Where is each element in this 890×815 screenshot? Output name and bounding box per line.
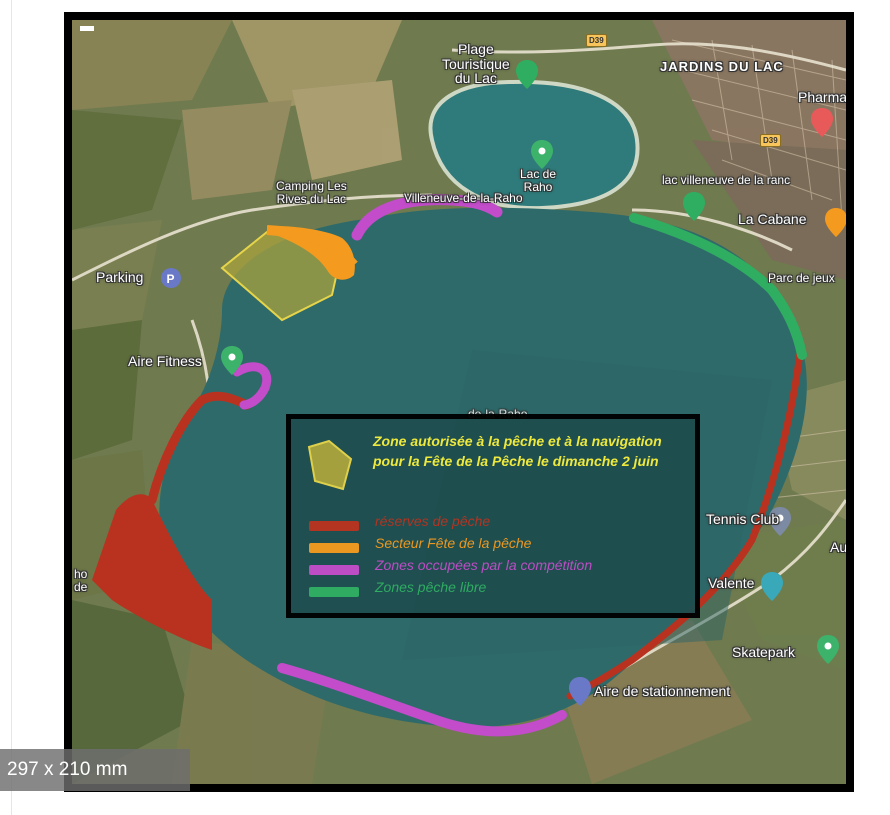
label-au: Au	[830, 539, 846, 555]
restaurant-pin-icon	[825, 208, 846, 237]
legend-label-fete: Secteur Fête de la pêche	[375, 535, 532, 551]
label-pharma: Pharma	[798, 89, 846, 105]
label-aire-de-stationnement: Aire de stationnement	[594, 683, 731, 699]
road-badge-d39-right: D39	[760, 134, 781, 147]
fete-sector	[267, 225, 355, 280]
page-left-border	[11, 0, 12, 815]
satellite-map[interactable]: P D39 D39 Plage Touristique du Lac JARDI…	[72, 20, 846, 784]
legend-label-reserves: réserves de pêche	[375, 513, 491, 529]
label-parc-de-jeux: Parc de jeux	[768, 271, 835, 285]
road-badge-d39-top: D39	[586, 34, 607, 47]
legend-label-libre: Zones pêche libre	[375, 579, 487, 595]
fete-sector-line	[266, 225, 358, 269]
map-pins: P	[161, 60, 846, 706]
label-la-cabane: La Cabane	[738, 211, 807, 227]
parking-pin-icon	[161, 268, 181, 288]
hiking-pin-icon	[683, 192, 705, 221]
label-lac: Lac de Raho	[520, 167, 557, 194]
legend-zone-text: Zone autorisée à la pêche et à la naviga…	[373, 433, 662, 469]
label-plage: Plage Touristique du Lac	[442, 41, 510, 87]
label-jardins-du-lac: JARDINS DU LAC	[660, 59, 784, 74]
label-tennis-club: Tennis Club	[706, 511, 780, 527]
map-legend: Zone autorisée à la pêche et à la naviga…	[286, 414, 700, 618]
svg-text:P: P	[167, 272, 175, 286]
reserve-line-west	[147, 391, 252, 505]
map-svg: P	[72, 20, 846, 784]
field-patches	[72, 20, 846, 784]
map-frame: P D39 D39 Plage Touristique du Lac JARDI…	[64, 12, 854, 792]
reserve-area-west	[92, 494, 212, 650]
competition-zone-south	[277, 663, 567, 737]
reserve-line-east	[566, 348, 804, 700]
label-lac-villeneuve: lac villeneuve de la ranc	[662, 173, 791, 187]
label-villeneuve-top: Villeneuve-de-la-Raho	[404, 191, 523, 205]
castle-pin-icon	[761, 572, 783, 601]
label-valente: Valente	[708, 575, 755, 591]
dimension-label: 297 x 210 mm	[0, 749, 190, 791]
competition-zone-north	[351, 194, 503, 241]
legend-swatch-competition	[309, 565, 359, 575]
legend-swatch-libre	[309, 587, 359, 597]
parking-area-pin-icon	[569, 677, 591, 706]
beach-pin-icon	[516, 60, 538, 89]
legend-swatch-fete	[309, 543, 359, 553]
pharmacy-pin-icon	[811, 108, 833, 137]
corner-mark	[80, 26, 94, 31]
label-camping: Camping Les Rives du Lac	[276, 179, 347, 206]
label-aire-fitness: Aire Fitness	[128, 353, 202, 369]
label-skatepark: Skatepark	[732, 644, 796, 660]
label-ho: ho de	[74, 567, 88, 594]
free-fishing-zone	[629, 213, 807, 360]
legend-swatch-reserves	[309, 521, 359, 531]
competition-zone-west	[232, 362, 272, 410]
label-parking: Parking	[96, 269, 144, 285]
legend-label-competition: Zones occupées par la compétition	[375, 557, 593, 573]
legend-zone-swatch	[307, 439, 353, 491]
